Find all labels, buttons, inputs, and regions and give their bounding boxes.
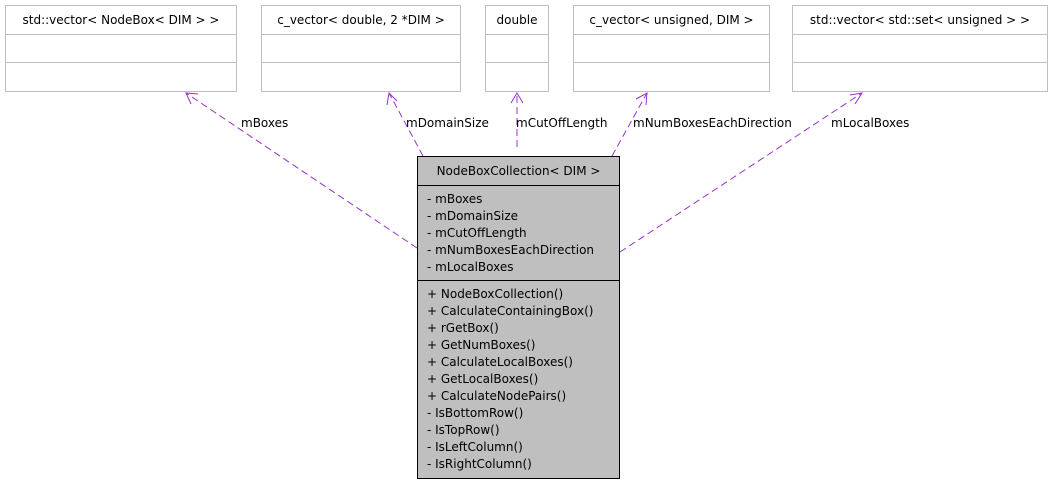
edge-label-mNumBoxesEachDirection: mNumBoxesEachDirection (633, 116, 792, 130)
class-attributes: - mBoxes - mDomainSize - mCutOffLength -… (418, 186, 619, 281)
operation-item: + NodeBoxCollection() (427, 287, 564, 301)
operation-item: - IsBottomRow() (427, 406, 524, 420)
type-box-set-vector[interactable]: std::vector< std::set< unsigned > > (792, 5, 1048, 92)
arrowhead-mDomainSize (386, 91, 398, 106)
operation-item: - IsRightColumn() (427, 457, 532, 471)
operation-item: - IsLeftColumn() (427, 440, 523, 454)
class-title: NodeBoxCollection< DIM > (418, 157, 619, 186)
arrowhead-mCutOffLength (510, 92, 524, 104)
arrowhead-mLocalBoxes (849, 92, 864, 105)
type-box-title: c_vector< double, 2 *DIM > (262, 6, 460, 35)
class-box-node-box-collection[interactable]: NodeBoxCollection< DIM > - mBoxes - mDom… (417, 156, 620, 479)
arrowhead-mNumBoxesEachDirection (635, 92, 648, 106)
type-box-title: std::vector< std::set< unsigned > > (793, 6, 1047, 35)
edge-mDomainSize (388, 92, 424, 157)
class-operations: + NodeBoxCollection() + CalculateContain… (418, 281, 619, 473)
type-box-double[interactable]: double (485, 5, 549, 92)
type-box-operations-section (486, 62, 548, 90)
attribute-item: - mLocalBoxes (427, 260, 514, 274)
operation-item: + CalculateNodePairs() (427, 389, 567, 403)
operation-item: + rGetBox() (427, 321, 499, 335)
attribute-item: - mNumBoxesEachDirection (427, 243, 595, 257)
type-box-title: std::vector< NodeBox< DIM > > (6, 6, 236, 35)
type-box-operations-section (574, 62, 769, 90)
type-box-operations-section (6, 62, 236, 90)
type-box-domain-size-vector[interactable]: c_vector< double, 2 *DIM > (261, 5, 461, 92)
type-box-title: c_vector< unsigned, DIM > (574, 6, 769, 35)
type-box-attributes-section (793, 35, 1047, 62)
operation-item: + CalculateContainingBox() (427, 304, 594, 318)
edge-label-mCutOffLength: mCutOffLength (516, 116, 608, 130)
edge-label-mLocalBoxes: mLocalBoxes (831, 116, 910, 130)
operation-item: - IsTopRow() (427, 423, 500, 437)
edge-label-mBoxes: mBoxes (241, 116, 289, 130)
attribute-item: - mCutOffLength (427, 226, 527, 240)
type-box-title: double (486, 6, 548, 35)
type-box-attributes-section (574, 35, 769, 62)
type-box-node-box-vector[interactable]: std::vector< NodeBox< DIM > > (5, 5, 237, 92)
operation-item: + GetLocalBoxes() (427, 372, 539, 386)
attribute-item: - mBoxes (427, 192, 483, 206)
type-box-attributes-section (262, 35, 460, 62)
type-box-operations-section (262, 62, 460, 90)
type-box-operations-section (793, 62, 1047, 90)
edge-mLocalBoxes (619, 92, 863, 253)
edge-mBoxes (185, 92, 418, 249)
type-box-unsigned-vector[interactable]: c_vector< unsigned, DIM > (573, 5, 770, 92)
attribute-item: - mDomainSize (427, 209, 519, 223)
type-box-attributes-section (6, 35, 236, 62)
operation-item: + CalculateLocalBoxes() (427, 355, 573, 369)
operation-item: + GetNumBoxes() (427, 338, 536, 352)
edge-label-mDomainSize: mDomainSize (406, 116, 489, 130)
type-box-attributes-section (486, 35, 548, 62)
arrowhead-mBoxes (185, 92, 199, 105)
edge-mNumBoxesEachDirection (611, 92, 648, 157)
